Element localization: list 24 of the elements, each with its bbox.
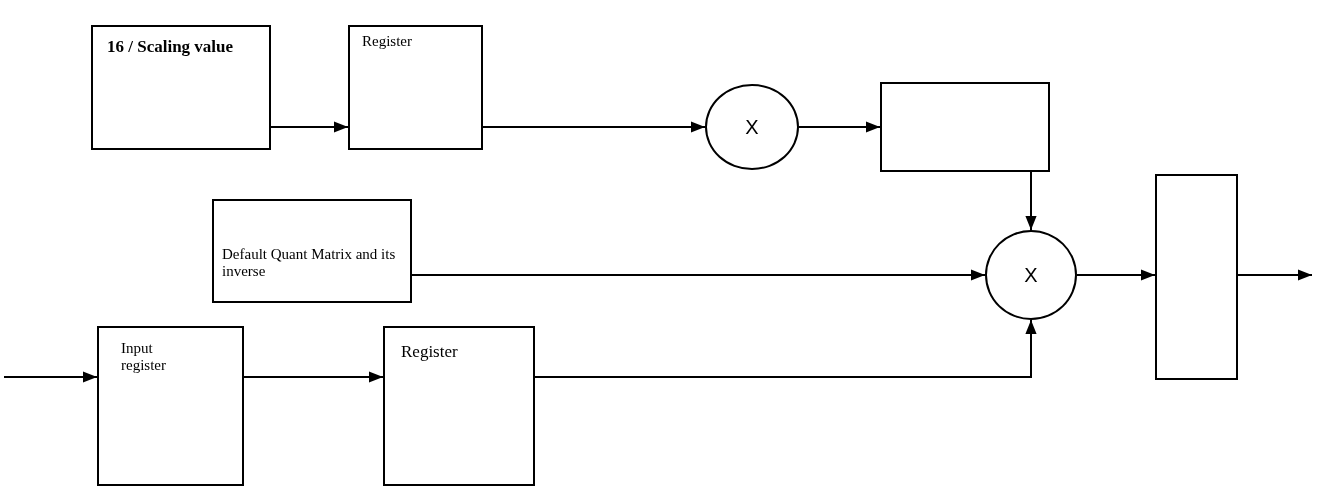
process-box <box>880 82 1050 172</box>
arrow <box>270 121 349 133</box>
node-label: Register <box>362 33 412 50</box>
process-box <box>348 25 483 150</box>
arrow <box>798 121 881 133</box>
arrow <box>482 121 706 133</box>
node-label: Register <box>401 342 458 362</box>
arrow <box>1025 171 1037 231</box>
node-label: Default Quant Matrix and its inverse <box>222 246 397 280</box>
arrow <box>534 319 1037 378</box>
process-box <box>97 326 244 486</box>
arrow <box>1237 269 1313 281</box>
process-box <box>1155 174 1238 380</box>
node-label: Input register <box>121 340 167 374</box>
arrow <box>411 269 986 281</box>
process-box <box>383 326 535 486</box>
node-label: 16 / Scaling value <box>107 37 234 57</box>
arrow <box>3 371 98 383</box>
arrow <box>1076 269 1156 281</box>
process-box <box>91 25 271 150</box>
node-label: X <box>745 115 759 139</box>
process-box <box>212 199 412 303</box>
node-label: X <box>1024 263 1038 287</box>
arrow <box>243 371 384 383</box>
